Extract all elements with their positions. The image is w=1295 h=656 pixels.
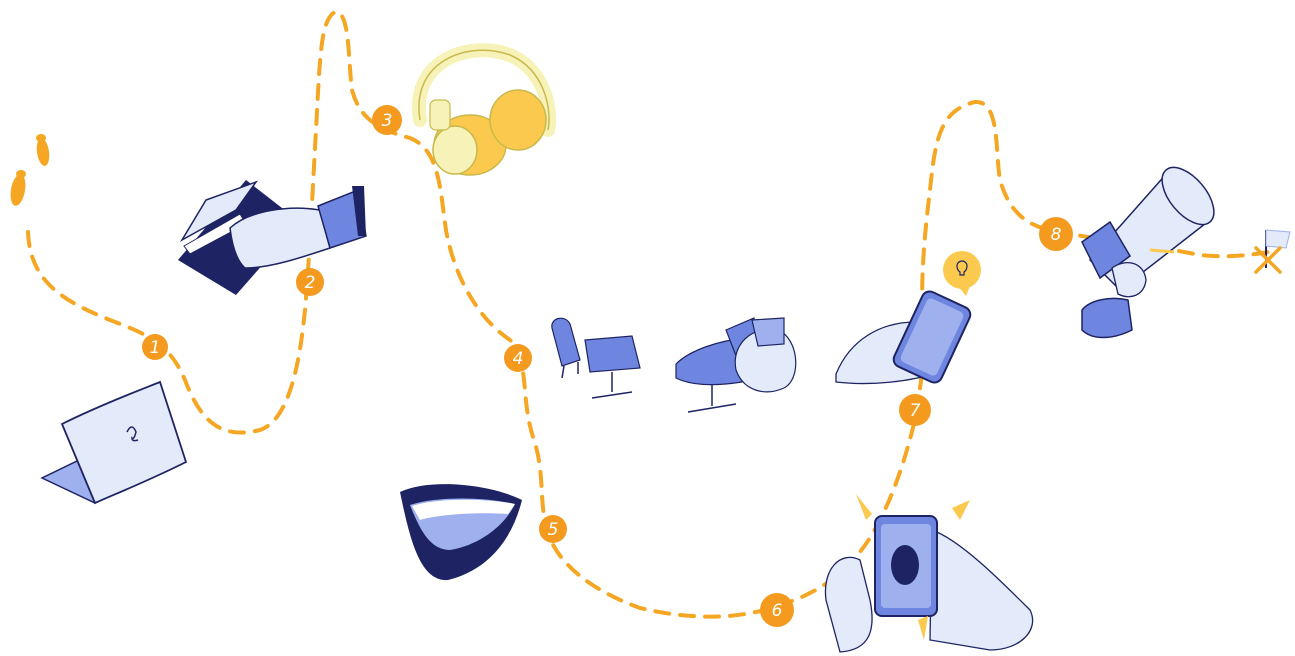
footprints-icon [10,134,50,206]
journey-path [26,10,1270,619]
step-badge-4: 4 [504,344,532,372]
book-icon [178,180,367,295]
step-badge-5: 5 [539,515,567,543]
headphones-icon [411,43,556,176]
phone-idea-icon [835,251,981,385]
step-badge-3: 3 [372,105,402,135]
step-number: 8 [1051,225,1062,245]
phone-notification-icon [824,494,1034,653]
step-number: 6 [772,601,783,621]
step-number: 3 [382,111,393,131]
step-badge-8: 8 [1039,217,1073,251]
step-badge-1: 1 [142,334,168,360]
step-number: 4 [513,349,524,369]
step-number: 7 [910,401,921,421]
megaphone-icon [1081,166,1215,339]
chairs-icon [551,317,797,413]
finish-flag-icon [1254,229,1291,274]
step-badge-2: 2 [296,268,324,296]
mouth-icon [400,484,522,581]
step-badge-6: 6 [760,593,794,627]
step-number: 5 [548,520,559,540]
step-number: 2 [305,273,316,293]
step-badge-7: 7 [899,394,931,426]
laptop-icon [40,380,188,505]
step-number: 1 [150,338,161,358]
